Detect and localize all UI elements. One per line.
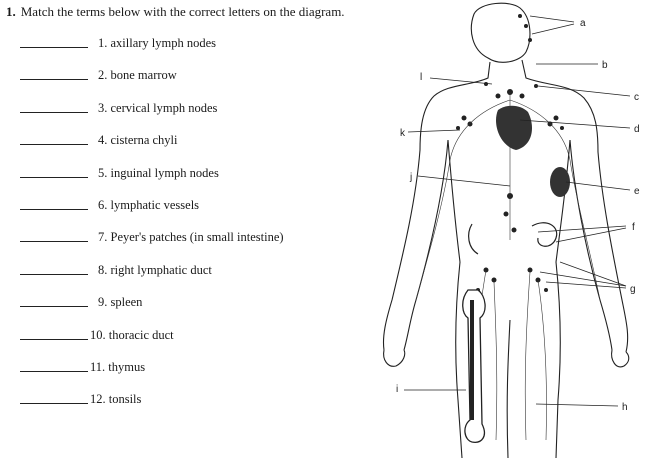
- lymphatic-vessel-lines: [415, 92, 601, 441]
- label-k: k: [400, 128, 406, 139]
- term-label: 9. spleen: [98, 295, 143, 310]
- term-label: 11. thymus: [90, 359, 146, 374]
- term-label: 10. thoracic duct: [90, 327, 174, 342]
- term-label: 1. axillary lymph nodes: [98, 36, 217, 50]
- label-l: l: [420, 72, 422, 83]
- label-f: f: [632, 222, 635, 233]
- label-g: g: [630, 284, 636, 295]
- label-e: e: [634, 186, 640, 197]
- term-label: 8. right lymphatic duct: [98, 262, 212, 277]
- label-a: a: [580, 18, 586, 29]
- label-h: h: [622, 402, 628, 413]
- question-instruction: Match the terms below with the correct l…: [20, 4, 345, 19]
- lymphatic-system-diagram: a b c d e f g h i j k l: [382, 2, 640, 458]
- term-label: 4. cisterna chyli: [98, 133, 178, 148]
- answer-blank[interactable]: [20, 338, 88, 340]
- label-b: b: [602, 60, 608, 71]
- label-d: d: [634, 124, 640, 135]
- answer-blank[interactable]: [20, 273, 88, 275]
- term-label: 2. bone marrow: [98, 68, 177, 83]
- term-label: 7. Peyer's patches (in small intestine): [98, 230, 284, 245]
- label-c: c: [634, 92, 639, 103]
- question-number: 1.: [6, 4, 16, 19]
- answer-blank[interactable]: [20, 176, 88, 178]
- body-outline: [382, 2, 630, 458]
- answer-blank[interactable]: [20, 79, 88, 81]
- label-i: i: [396, 384, 398, 395]
- answer-blank[interactable]: [20, 144, 88, 146]
- answer-blank[interactable]: [20, 47, 88, 48]
- answer-blank[interactable]: [20, 370, 88, 372]
- spleen-shape: [550, 167, 570, 197]
- answer-blank[interactable]: [20, 208, 88, 210]
- intestine-loops: [468, 222, 558, 255]
- answer-blank[interactable]: [20, 306, 88, 308]
- term-label: 6. lymphatic vessels: [98, 197, 200, 212]
- heart-shape: [496, 105, 532, 150]
- answer-blank[interactable]: [20, 403, 88, 405]
- term-label: 12. tonsils: [90, 392, 142, 407]
- answer-blank[interactable]: [20, 111, 88, 113]
- term-label: 3. cervical lymph nodes: [98, 100, 218, 115]
- label-j: j: [409, 172, 412, 183]
- question-heading: 1. Match the terms below with the correct…: [6, 4, 345, 20]
- diagram-letter-labels: a b c d e f g h i j k l: [396, 18, 640, 413]
- answer-blank[interactable]: [20, 241, 88, 243]
- leader-lines: [404, 15, 631, 407]
- term-label: 5. inguinal lymph nodes: [98, 165, 219, 180]
